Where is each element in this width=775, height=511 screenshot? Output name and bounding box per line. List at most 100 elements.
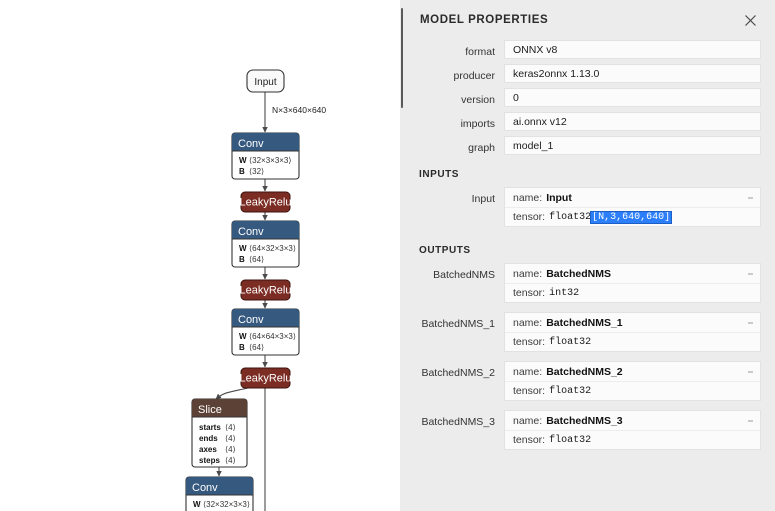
- graph-node-conv2-title: Conv: [238, 226, 264, 238]
- output-label-BatchedNMS: BatchedNMS: [433, 269, 495, 281]
- input-name-value: Input: [546, 191, 572, 204]
- collapse-dash-icon[interactable]: [748, 322, 753, 323]
- collapse-dash-icon[interactable]: [748, 197, 753, 198]
- graph-node-conv2[interactable]: Conv W ⟨64×32×3×3⟩ B ⟨64⟩: [231, 220, 300, 268]
- graph-node-conv3-attr0-key: W: [239, 332, 247, 341]
- output-tensor-key: tensor:: [513, 385, 546, 397]
- graph-node-conv1[interactable]: Conv W ⟨32×3×3×3⟩ B ⟨32⟩: [231, 132, 300, 180]
- output-name-key: name:: [513, 365, 543, 378]
- graph-node-slice-attr0-key: starts: [199, 423, 221, 432]
- output-name-value: BatchedNMS_2: [546, 365, 623, 378]
- output-name-line-BatchedNMS_3[interactable]: name: BatchedNMS_3: [505, 411, 760, 430]
- input-tensor-line-Input[interactable]: tensor: float32 [N,3,640,640]: [505, 207, 760, 226]
- graph-canvas[interactable]: N×3×640×640 Input Conv W ⟨32×3×3×3⟩ B ⟨3…: [0, 0, 400, 511]
- collapse-dash-icon[interactable]: [748, 371, 753, 372]
- output-row-BatchedNMS_2: BatchedNMS_2 name: BatchedNMS_2 tensor: …: [405, 361, 775, 401]
- graph-edges: [215, 92, 268, 511]
- output-label-BatchedNMS_3: BatchedNMS_3: [421, 416, 495, 428]
- graph-node-conv2-attr1-val: ⟨64⟩: [249, 255, 264, 264]
- output-tensor-type: float32: [549, 434, 592, 446]
- input-name-line-Input[interactable]: name: Input: [505, 188, 760, 207]
- graph-node-conv3-attr0-val: ⟨64×64×3×3⟩: [249, 332, 296, 341]
- page-title: MODEL PROPERTIES: [420, 14, 549, 26]
- graph-node-slice-attr2-key: axes: [199, 445, 217, 454]
- output-tensor-line-BatchedNMS_3[interactable]: tensor: float32: [505, 430, 760, 449]
- output-name-key: name:: [513, 267, 543, 280]
- output-label-BatchedNMS_1: BatchedNMS_1: [421, 318, 495, 330]
- property-label-graph: graph: [468, 142, 495, 154]
- output-row-BatchedNMS_3: BatchedNMS_3 name: BatchedNMS_3 tensor: …: [405, 410, 775, 450]
- property-label-producer: producer: [453, 70, 495, 82]
- graph-node-leakyrelu3[interactable]: LeakyRelu: [240, 367, 292, 389]
- graph-node-slice[interactable]: Slice starts ⟨4⟩ ends ⟨4⟩ axes ⟨4⟩ steps…: [191, 398, 248, 468]
- collapse-dash-icon[interactable]: [748, 273, 753, 274]
- graph-node-conv1-attr1-val: ⟨32⟩: [249, 167, 264, 176]
- property-label-format: format: [465, 46, 495, 58]
- property-value-format[interactable]: ONNX v8: [504, 40, 761, 59]
- panel-header: MODEL PROPERTIES: [405, 0, 775, 40]
- graph-node-leakyrelu2-title: LeakyRelu: [240, 285, 292, 297]
- graph-node-conv4-attr0-val: ⟨32×32×3×3⟩: [203, 500, 250, 509]
- edge-label-input-shape: N×3×640×640: [272, 105, 326, 115]
- section-title-inputs: INPUTS: [419, 169, 459, 180]
- graph-node-leakyrelu1[interactable]: LeakyRelu: [240, 191, 292, 213]
- collapse-dash-icon[interactable]: [748, 420, 753, 421]
- output-tensor-key: tensor:: [513, 287, 546, 299]
- output-name-value: BatchedNMS_3: [546, 414, 623, 427]
- graph-node-conv1-attr1-key: B: [239, 167, 245, 176]
- property-row-format: format ONNX v8: [405, 40, 775, 59]
- graph-node-conv1-attr0-key: W: [239, 156, 247, 165]
- output-name-key: name:: [513, 414, 543, 427]
- output-name-line-BatchedNMS_2[interactable]: name: BatchedNMS_2: [505, 362, 760, 381]
- section-title-outputs: OUTPUTS: [419, 245, 471, 256]
- graph-node-conv3[interactable]: Conv W ⟨64×64×3×3⟩ B ⟨64⟩: [231, 308, 300, 356]
- graph-node-input[interactable]: Input: [246, 69, 285, 93]
- output-tensor-key: tensor:: [513, 336, 546, 348]
- input-tensor-type: float32: [549, 211, 592, 223]
- property-value-version[interactable]: 0: [504, 88, 761, 107]
- graph-node-conv2-attr0-key: W: [239, 244, 247, 253]
- input-name-key: name:: [513, 191, 543, 204]
- output-tensor-line-BatchedNMS_1[interactable]: tensor: float32: [505, 332, 760, 351]
- output-row-BatchedNMS_1: BatchedNMS_1 name: BatchedNMS_1 tensor: …: [405, 312, 775, 352]
- graph-node-conv2-attr1-key: B: [239, 255, 245, 264]
- graph-node-conv2-attr0-val: ⟨64×32×3×3⟩: [249, 244, 296, 253]
- graph-node-slice-attr2-val: ⟨4⟩: [225, 445, 236, 454]
- property-label-imports: imports: [460, 118, 495, 130]
- graph-node-leakyrelu2[interactable]: LeakyRelu: [240, 279, 292, 301]
- output-name-key: name:: [513, 316, 543, 329]
- sidebar-scrollbar[interactable]: [400, 0, 405, 511]
- property-value-producer[interactable]: keras2onnx 1.13.0: [504, 64, 761, 83]
- property-row-graph: graph model_1: [405, 136, 775, 155]
- close-icon[interactable]: [739, 9, 761, 31]
- model-properties-sidebar: MODEL PROPERTIES format ONNX v8: [400, 0, 775, 511]
- graph-node-slice-attr3-val: ⟨4⟩: [225, 456, 236, 465]
- graph-node-conv3-title: Conv: [238, 314, 264, 326]
- graph-node-conv3-attr1-key: B: [239, 343, 245, 352]
- output-name-line-BatchedNMS[interactable]: name: BatchedNMS: [505, 264, 760, 283]
- output-tensor-type: float32: [549, 385, 592, 397]
- graph-node-input-label: Input: [254, 77, 276, 88]
- output-tensor-line-BatchedNMS_2[interactable]: tensor: float32: [505, 381, 760, 400]
- property-value-graph[interactable]: model_1: [504, 136, 761, 155]
- output-name-line-BatchedNMS_1[interactable]: name: BatchedNMS_1: [505, 313, 760, 332]
- graph-node-conv4[interactable]: Conv W ⟨32×32×3×3⟩: [185, 476, 254, 511]
- output-name-value: BatchedNMS: [546, 267, 611, 280]
- model-properties-list: format ONNX v8 producer keras2onnx 1.13.…: [405, 40, 775, 155]
- output-row-BatchedNMS: BatchedNMS name: BatchedNMS tensor: int3…: [405, 263, 775, 303]
- output-tensor-line-BatchedNMS[interactable]: tensor: int32: [505, 283, 760, 302]
- property-row-producer: producer keras2onnx 1.13.0: [405, 64, 775, 83]
- graph-node-conv4-title: Conv: [192, 482, 218, 494]
- graph-node-leakyrelu1-title: LeakyRelu: [240, 197, 292, 209]
- property-row-version: version 0: [405, 88, 775, 107]
- sidebar-scrollbar-thumb[interactable]: [401, 8, 403, 108]
- graph-node-leakyrelu3-title: LeakyRelu: [240, 373, 292, 385]
- edge-lrelu3-to-slice: [215, 387, 249, 400]
- property-row-imports: imports ai.onnx v12: [405, 112, 775, 131]
- graph-node-slice-attr0-val: ⟨4⟩: [225, 423, 236, 432]
- output-tensor-key: tensor:: [513, 434, 546, 446]
- property-value-imports[interactable]: ai.onnx v12: [504, 112, 761, 131]
- input-tensor-shape-selected[interactable]: [N,3,640,640]: [590, 210, 673, 224]
- input-label-Input: Input: [471, 193, 495, 205]
